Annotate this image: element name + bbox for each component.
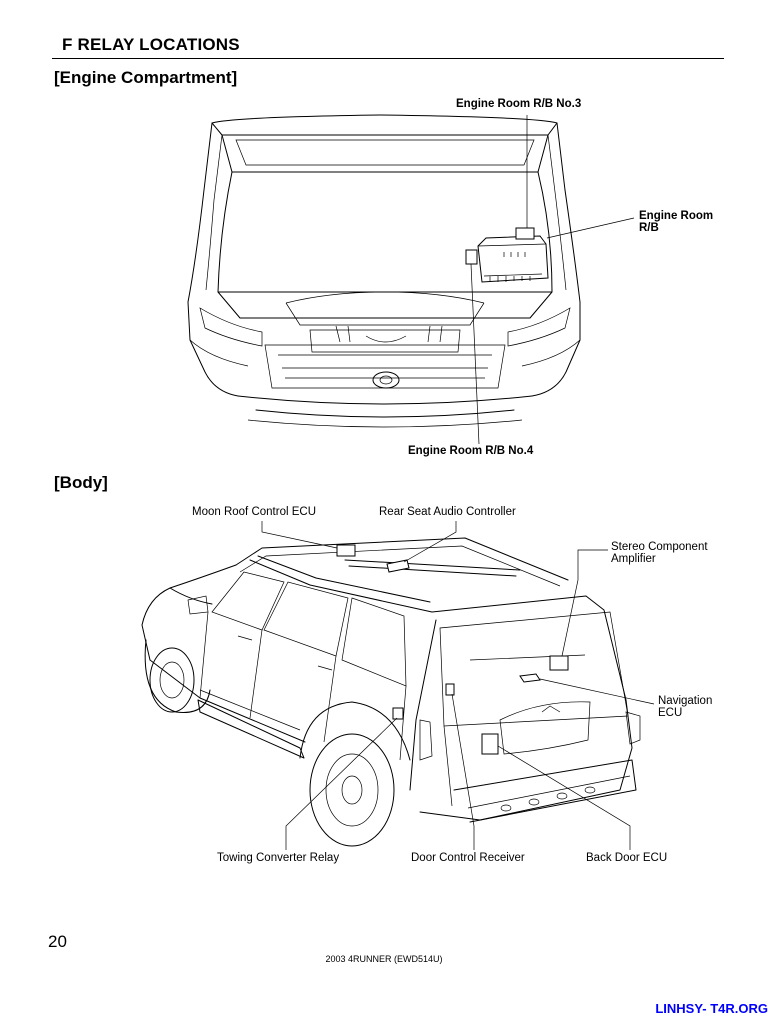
leader-line-back-door-ecu xyxy=(497,745,631,850)
leader-line-stereo-amplifier xyxy=(561,549,608,657)
leader-line-rb-no4 xyxy=(470,263,480,445)
label-towing-converter-relay: Towing Converter Relay xyxy=(217,852,340,864)
section-title: F RELAY LOCATIONS xyxy=(62,35,240,54)
label-engine-room-rb-no4: Engine Room R/B No.4 xyxy=(408,445,534,457)
label-rear-seat-audio-controller: Rear Seat Audio Controller xyxy=(379,506,516,518)
engine-room-rb-no4-relay xyxy=(465,249,478,265)
label-stereo-component-line1: Stereo Component xyxy=(611,541,708,553)
leader-line-door-receiver xyxy=(451,693,475,850)
towing-converter-relay xyxy=(392,707,404,720)
label-back-door-ecu: Back Door ECU xyxy=(586,852,668,864)
engine-compartment-subtitle: [Engine Compartment] xyxy=(54,68,238,87)
label-moon-roof-control-ecu: Moon Roof Control ECU xyxy=(192,506,316,518)
page-number: 20 xyxy=(48,932,67,951)
header-rule xyxy=(52,58,724,59)
label-navigation-ecu-line1: Navigation xyxy=(658,695,713,707)
rear-seat-audio-controller xyxy=(386,559,410,573)
engine-room-rb-no3-relay xyxy=(515,227,535,240)
vehicle-body-illustration xyxy=(141,537,641,847)
back-door-ecu xyxy=(481,733,499,755)
navigation-ecu xyxy=(519,673,541,683)
engine-room-rb-box xyxy=(477,235,549,283)
label-engine-room-rb-line2: R/B xyxy=(639,222,659,234)
stereo-component-amplifier xyxy=(549,655,569,671)
engine-compartment-illustration xyxy=(187,114,581,428)
label-navigation-ecu-line2: ECU xyxy=(658,707,683,719)
leader-line-navigation-ecu xyxy=(539,678,655,705)
leader-line-moon-roof xyxy=(261,521,338,549)
label-engine-room-rb-no3: Engine Room R/B No.3 xyxy=(456,98,582,110)
watermark: LINHSY- T4R.ORG xyxy=(655,1001,768,1016)
moon-roof-control-ecu xyxy=(336,544,356,557)
leader-line-towing-relay xyxy=(285,717,398,850)
door-control-receiver xyxy=(445,683,455,696)
label-stereo-component-line2: Amplifier xyxy=(611,553,656,565)
leader-line-rear-seat-audio xyxy=(403,521,457,563)
model-code: 2003 4RUNNER (EWD514U) xyxy=(325,954,443,964)
body-subtitle: [Body] xyxy=(54,473,108,492)
leader-line-rb xyxy=(546,217,635,239)
label-door-control-receiver: Door Control Receiver xyxy=(411,852,525,864)
label-engine-room-rb-line1: Engine Room xyxy=(639,210,714,222)
